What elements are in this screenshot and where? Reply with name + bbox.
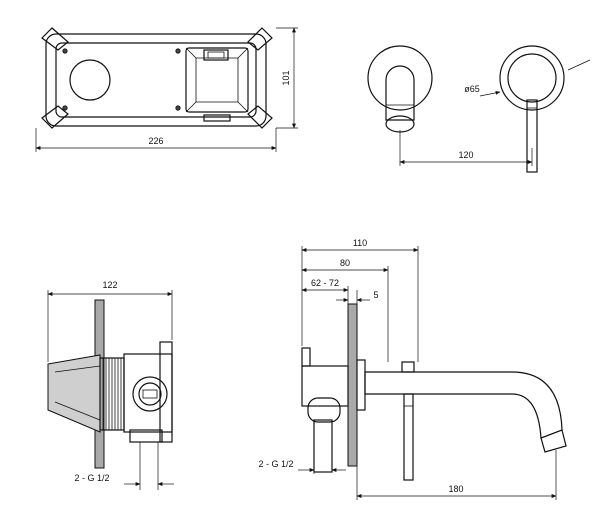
body-nose — [47, 354, 101, 433]
spout-tip — [540, 429, 567, 453]
thread-lines — [102, 358, 122, 430]
rosette-right — [499, 45, 565, 111]
dim-diameter: ø65 — [464, 84, 480, 94]
outlet-port — [132, 376, 168, 412]
mounting-ear-bottom-left — [41, 105, 69, 129]
dim-plate-thickness: 5 — [373, 290, 378, 300]
cartridge-outlet — [69, 59, 111, 101]
dim-wall-range: 62 - 72 — [311, 278, 339, 288]
cartridge-inner — [195, 57, 239, 103]
screw-hole — [175, 48, 181, 54]
dim-front-height: 101 — [281, 70, 291, 85]
mounting-frame — [45, 33, 267, 127]
dim-body-depth: 122 — [102, 280, 117, 290]
dim-depth-80: 80 — [340, 258, 350, 268]
wall-plate-installed — [347, 303, 358, 467]
screw-hole — [62, 105, 68, 111]
rosette-inner — [507, 53, 557, 103]
handle-lever — [526, 99, 538, 173]
rosette-left — [367, 45, 433, 111]
cartridge-housing — [185, 47, 249, 113]
lever-end — [385, 115, 415, 133]
outlet-stub — [203, 114, 231, 122]
lever-base — [401, 361, 415, 373]
cartridge-key — [203, 49, 229, 61]
dim-spout-length: 180 — [448, 484, 463, 494]
valve-body — [123, 353, 173, 433]
dim-front-width: 226 — [148, 136, 163, 146]
installed-inlet — [313, 419, 333, 473]
screw-hole — [175, 105, 181, 111]
lever-side — [385, 65, 415, 121]
inner-frame — [55, 42, 257, 118]
mounting-ear-top-left — [41, 27, 69, 51]
dim-connection-left: 2 - G 1/2 — [74, 473, 109, 483]
installed-side-view: 110 80 62 - 72 5 2 - G 1/2 180 — [258, 238, 567, 500]
rear-flange — [159, 341, 173, 443]
body-side-view: 122 2 - G 1/2 — [47, 280, 174, 490]
installed-lever — [403, 393, 414, 481]
rosette-side — [356, 359, 366, 411]
front-view: 226 101 — [35, 27, 298, 152]
inlet-stub — [129, 429, 163, 443]
dim-total-depth: 110 — [353, 238, 367, 248]
mounting-ear-top-right — [247, 27, 273, 51]
installed-port — [307, 397, 341, 423]
dim-connection-right: 2 - G 1/2 — [258, 459, 293, 469]
installed-body — [301, 365, 349, 407]
spout — [364, 371, 563, 439]
dim-handle-spacing: 120 — [458, 150, 473, 160]
screw-hole — [62, 48, 68, 54]
mounting-ear-bottom-right — [247, 105, 273, 129]
handle-views: ø65 120 — [367, 45, 591, 173]
